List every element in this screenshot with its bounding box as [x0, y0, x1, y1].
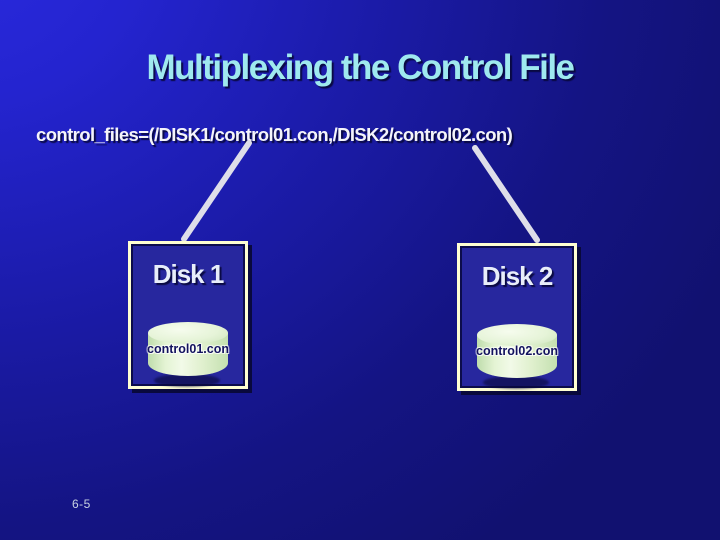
- cylinder-shadow: [154, 374, 220, 387]
- controlfile1-cylinder-icon: control01.con: [147, 322, 229, 387]
- controlfile2-filename: control02.con: [476, 344, 558, 358]
- slide-title: Multiplexing the Control File: [146, 48, 575, 87]
- cylinder-top: [148, 322, 228, 344]
- cylinder-shadow: [483, 376, 549, 389]
- connector-line-disk2: [472, 145, 540, 243]
- controlfile2-cylinder-icon: control02.con: [476, 324, 558, 389]
- controlfile1-filename: control01.con: [147, 342, 229, 356]
- control-files-parameter-text: control_files=(/DISK1/control01.con,/DIS…: [36, 124, 513, 145]
- connector-line-disk1: [181, 140, 252, 242]
- cylinder-top: [477, 324, 557, 346]
- disk1-box: Disk 1 control01.con: [128, 241, 248, 389]
- disk2-box: Disk 2 control02.con: [457, 243, 577, 391]
- disk1-label: Disk 1: [152, 259, 225, 289]
- page-number: 6-5: [72, 497, 91, 511]
- disk2-label: Disk 2: [481, 261, 554, 291]
